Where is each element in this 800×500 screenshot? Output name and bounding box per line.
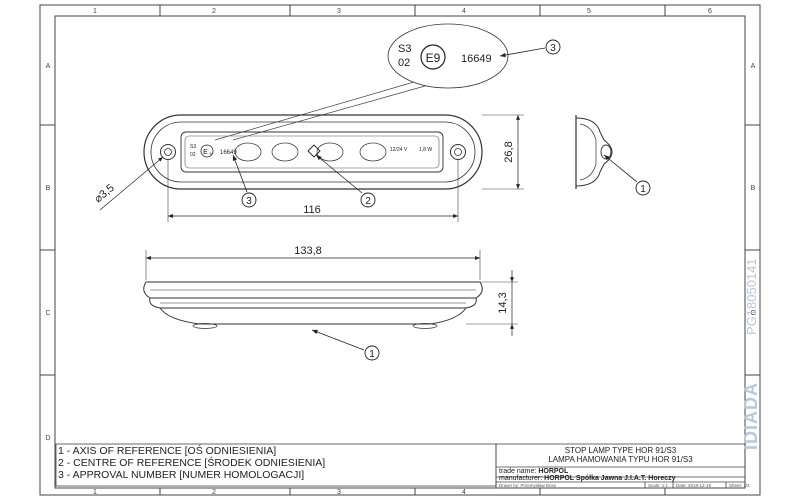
dim-height-front: 26,8	[503, 141, 515, 162]
approval-revision: 02	[398, 57, 410, 69]
lamp-bottom-view	[143, 281, 483, 329]
callout-3-top: 3	[550, 43, 556, 54]
trade-name-row: trade name: HORPOL	[499, 468, 568, 475]
row-label-b: B	[46, 185, 51, 192]
col-label-6: 6	[708, 8, 712, 15]
approval-e-mark: E9	[426, 51, 441, 65]
date: Date: 2018-12-19	[676, 483, 712, 488]
col-label-1: 1	[93, 8, 97, 15]
callout-1-side: 1	[640, 184, 646, 195]
col-label-3: 3	[337, 8, 341, 15]
mounting-hole-left	[160, 144, 176, 160]
callout-circle-2	[360, 192, 376, 208]
lamp-side-view	[575, 115, 613, 189]
callout-2: 2	[365, 196, 371, 207]
row-label-a-right: A	[751, 63, 756, 70]
row-label-d: D	[45, 435, 50, 442]
title-en: STOP LAMP TYPE HOR 91/S3	[564, 446, 677, 455]
row-label-c: C	[45, 310, 50, 317]
col-label-3-bottom: 3	[337, 489, 341, 496]
col-label-4: 4	[462, 8, 466, 15]
lens-e-circle	[200, 144, 214, 158]
callout-circle-3-lamp	[241, 192, 257, 208]
manufacturer-row: manufacturer: HORPOL Spółka Jawna J.I.A.…	[499, 475, 676, 482]
scale: Scale: 1:1	[648, 483, 669, 488]
row-label-c-right: C	[750, 310, 755, 317]
mounting-hole-right	[450, 144, 466, 160]
col-label-1-bottom: 1	[93, 489, 97, 496]
e-mark-circle	[420, 44, 446, 70]
approval-category: S3	[398, 43, 411, 55]
lens-e-mark: E	[203, 149, 208, 156]
dim-hole-diameter: ⌀3,5	[92, 182, 117, 205]
watermark: PG18050141 IDIADA	[741, 258, 761, 450]
col-label-5: 5	[587, 8, 591, 15]
centre-of-reference-mark	[307, 144, 321, 158]
col-label-2: 2	[212, 8, 216, 15]
legend: 1 - AXIS OF REFERENCE [OŚ ODNIESIENIA] 2…	[58, 445, 490, 485]
watermark-code: PG18050141	[744, 258, 759, 335]
callout-circle-1-bottom	[364, 345, 380, 361]
watermark-brand: IDIADA	[741, 382, 761, 450]
callout-1-bottom: 1	[369, 349, 375, 360]
legend-item-centre: 2 - CENTRE OF REFERENCE [ŚRODEK ODNIESIE…	[58, 457, 326, 469]
drawn-by: Drawn by: Przemysław Bosy	[499, 483, 557, 488]
manufacturer-value: HORPOL Spółka Jawna J.I.A.T. Horeczy	[544, 475, 676, 482]
dim-total-length: 133,8	[294, 245, 322, 257]
title-block	[495, 443, 746, 489]
col-label-2-bottom: 2	[212, 489, 216, 496]
manufacturer-label: manufacturer:	[499, 475, 543, 482]
callout-3-lamp: 3	[246, 196, 252, 207]
row-label-b-right: B	[751, 185, 756, 192]
lens-approval-number: 16649	[220, 150, 237, 156]
trade-name-value: HORPOL	[538, 468, 569, 475]
lens-revision: 02	[190, 152, 196, 158]
trade-name-label: trade name:	[499, 468, 537, 475]
lens-e-number: 9	[209, 151, 212, 156]
dim-depth: 14,3	[497, 292, 509, 313]
approval-mark-detail: S3 02 E9 16649 3	[387, 23, 561, 89]
row-label-a: A	[46, 63, 51, 70]
legend-item-approval: 3 - APPROVAL NUMBER [NUMER HOMOLOGACJI]	[58, 469, 305, 481]
lamp-front-view: S3 02 E 9 16649 12/24 V 1,8 W	[143, 114, 483, 190]
approval-number: 16649	[461, 53, 492, 65]
lens-voltage: 12/24 V	[390, 147, 408, 153]
drawing-frame	[39, 4, 761, 496]
col-label-4-bottom: 4	[462, 489, 466, 496]
callout-circle-3-top	[545, 39, 561, 55]
title-pl: LAMPA HAMOWANIA TYPU HOR 91/S3	[548, 455, 693, 464]
callout-circle-1-side	[635, 180, 651, 196]
legend-item-axis: 1 - AXIS OF REFERENCE [OŚ ODNIESIENIA]	[58, 445, 277, 457]
dim-hole-spacing: 116	[303, 204, 321, 216]
lens-category: S3	[190, 144, 196, 150]
lens-power: 1,8 W	[419, 147, 432, 153]
sheet: Sheet: 1/3	[729, 483, 750, 488]
